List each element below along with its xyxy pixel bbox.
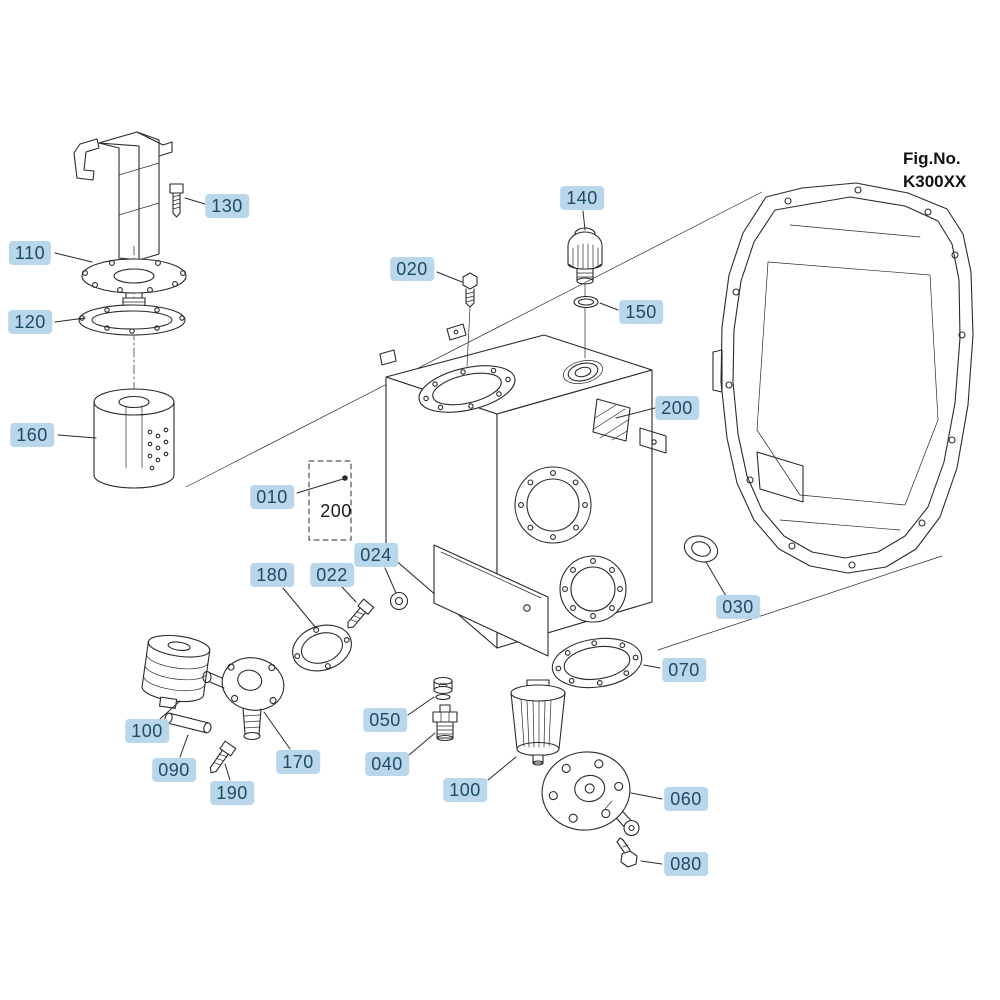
group-box-010 <box>308 460 352 541</box>
leader-line-200 <box>615 407 656 419</box>
callout-070[interactable]: 070 <box>662 658 706 682</box>
callout-022[interactable]: 022 <box>310 563 354 587</box>
callout-110[interactable]: 110 <box>8 241 52 265</box>
leader-line-090 <box>179 734 189 758</box>
leader-lines <box>54 197 727 865</box>
leader-line-130 <box>184 197 206 205</box>
figure-number-value: K300XX <box>903 171 967 191</box>
part-040-plug <box>432 704 458 742</box>
part-190-bolt <box>209 740 237 774</box>
figure-number-label: Fig.No. <box>903 149 961 168</box>
leader-line-170 <box>263 711 291 750</box>
leader-line-110 <box>54 252 93 263</box>
leader-line-120 <box>54 317 86 323</box>
leader-line-180 <box>282 587 317 629</box>
callout-080[interactable]: 080 <box>664 852 708 876</box>
part-160-filter-element <box>93 388 175 489</box>
callout-090[interactable]: 090 <box>152 758 196 782</box>
leader-line-140 <box>582 210 586 231</box>
part-022-bolt <box>347 598 375 629</box>
part-150-o-ring <box>573 295 599 309</box>
part-050-cap <box>433 676 453 701</box>
part-070-gasket <box>551 637 643 689</box>
callout-190[interactable]: 190 <box>210 781 254 805</box>
leader-line-080 <box>640 860 663 865</box>
inline-label-200: 200 <box>320 501 352 521</box>
leader-line-100 <box>487 756 517 781</box>
part-024-washer <box>389 591 409 611</box>
leader-line-024 <box>384 567 397 594</box>
callout-160[interactable]: 160 <box>10 423 54 447</box>
callout-020[interactable]: 020 <box>390 257 434 281</box>
figure-number: Fig.No. K300XX <box>903 148 966 194</box>
callout-100[interactable]: 100 <box>443 778 487 802</box>
leader-line-030 <box>705 561 727 597</box>
part-030-grommet <box>683 535 719 563</box>
callout-120[interactable]: 120 <box>8 310 52 334</box>
part-170-elbow-flange <box>202 657 285 741</box>
callout-060[interactable]: 060 <box>664 787 708 811</box>
callout-140[interactable]: 140 <box>560 186 604 210</box>
leader-line-070 <box>643 664 661 669</box>
tank-side-flange-upper <box>514 466 592 544</box>
callout-130[interactable]: 130 <box>205 194 249 218</box>
leader-line-160 <box>57 434 97 439</box>
leader-line-020 <box>436 271 463 283</box>
tank-side-flange-lower <box>559 555 627 623</box>
part-transmission-case <box>712 182 974 574</box>
callout-024[interactable]: 024 <box>354 543 398 567</box>
callout-010[interactable]: 010 <box>250 485 294 509</box>
leader-line-150 <box>599 302 619 311</box>
part-130-bolt <box>169 183 184 218</box>
part-200-plate <box>592 398 631 442</box>
part-090-pin <box>164 712 212 734</box>
leader-line-040 <box>408 732 436 756</box>
callout-180[interactable]: 180 <box>250 563 294 587</box>
part-020-bolt <box>462 272 478 367</box>
leader-line-060 <box>630 792 663 800</box>
part-tank-cover-plate <box>433 544 549 657</box>
part-100-filter-center <box>510 679 566 766</box>
callout-030[interactable]: 030 <box>716 595 760 619</box>
callout-100[interactable]: 100 <box>125 719 169 743</box>
part-140-breather <box>567 227 603 359</box>
callout-170[interactable]: 170 <box>276 750 320 774</box>
leader-line-022 <box>341 586 357 603</box>
callout-150[interactable]: 150 <box>619 300 663 324</box>
leader-line-100 <box>159 700 181 720</box>
callout-050[interactable]: 050 <box>363 708 407 732</box>
callout-200[interactable]: 200 <box>655 396 699 420</box>
callout-040[interactable]: 040 <box>365 752 409 776</box>
part-100-filter-left <box>141 634 211 709</box>
part-060-flange <box>541 751 640 837</box>
leader-line-010 <box>296 478 344 494</box>
part-080-bolt <box>616 837 638 868</box>
leader-line-050 <box>407 696 435 716</box>
part-120-gasket <box>78 304 186 336</box>
leader-line-190 <box>224 763 231 781</box>
